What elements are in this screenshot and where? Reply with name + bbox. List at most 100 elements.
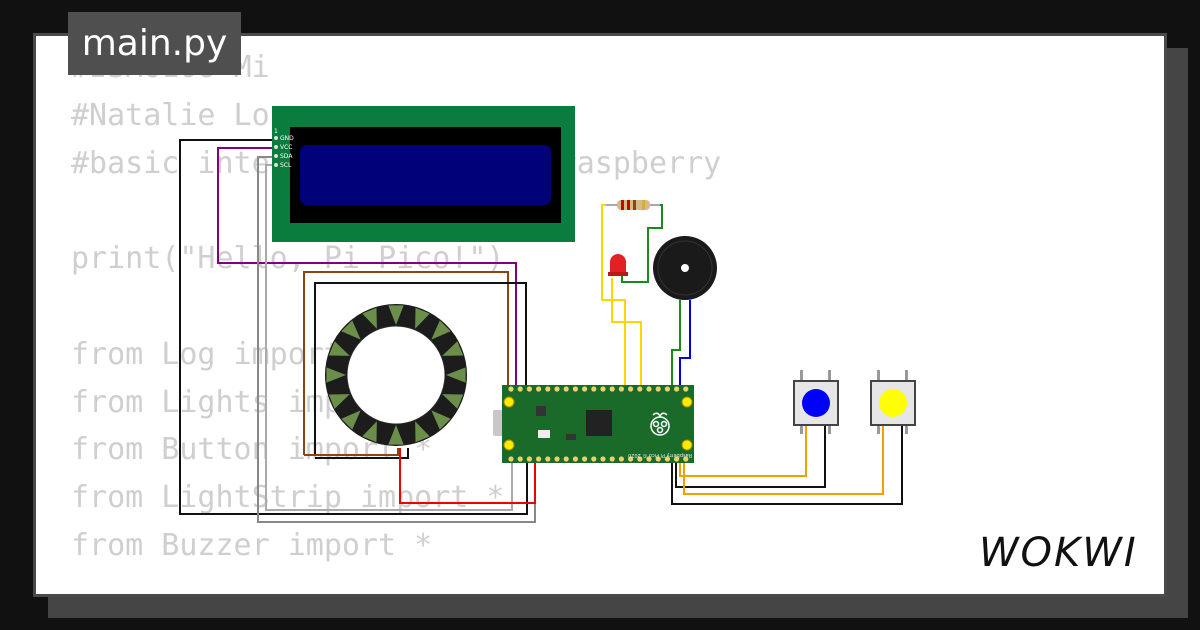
simulator-preview-card: #ISM6106 Mi#Natalie Lo#basic inte raspbe… xyxy=(33,33,1167,597)
pico-pin xyxy=(600,456,606,462)
wire-buzzer-green xyxy=(671,300,681,386)
pico-pin xyxy=(683,456,689,462)
btn-blue-leg-1 xyxy=(800,370,803,382)
wokwi-logo[interactable]: WOKWI xyxy=(975,520,1150,580)
wire-ring-out xyxy=(304,448,399,456)
wire-gnd xyxy=(179,139,528,515)
push-button-blue[interactable] xyxy=(793,370,839,434)
pico-pin xyxy=(618,456,625,462)
lcd-pin-dot-gnd xyxy=(274,136,278,140)
resistor-band-4 xyxy=(642,200,645,210)
pico-pin xyxy=(563,456,569,462)
wire-led-green xyxy=(621,204,663,283)
raspberry-logo-icon xyxy=(650,412,670,436)
pico-pin xyxy=(582,456,588,462)
code-line-11: from Buzzer import * xyxy=(71,527,433,563)
buzzer-ring xyxy=(657,240,713,296)
lcd-display[interactable]: 1 GND VCC SDA SCL xyxy=(272,106,575,242)
ring-led xyxy=(362,421,377,443)
ring-led xyxy=(388,425,404,445)
ring-led xyxy=(431,320,451,340)
buzzer-hole xyxy=(681,264,689,272)
pico-pin xyxy=(618,386,625,392)
pico-pin xyxy=(545,386,551,392)
btn-blue-leg-2 xyxy=(828,370,831,382)
pico-pin xyxy=(545,456,551,462)
ring-led xyxy=(415,307,430,329)
pico-pin xyxy=(609,386,615,392)
wire-buzzer-blue xyxy=(679,300,691,386)
neopixel-ring[interactable] xyxy=(325,304,467,446)
ring-led xyxy=(341,410,361,430)
pico-pin xyxy=(655,456,661,462)
wire-led-yellow xyxy=(611,278,642,386)
code-line-3: #basic inte raspberry xyxy=(71,145,722,181)
pico-pin xyxy=(536,456,542,462)
wire-ring-out-gnd xyxy=(315,448,409,459)
pico-pin xyxy=(591,386,597,392)
pico-pin xyxy=(683,386,689,392)
pico-rp2040-chip xyxy=(586,410,612,436)
pico-pin xyxy=(646,456,652,462)
pico-pin xyxy=(517,386,523,392)
pico-pin xyxy=(517,456,523,462)
resistor-band-3 xyxy=(633,200,636,210)
lcd-pin-dot-vcc xyxy=(274,145,278,149)
pico-pin xyxy=(664,456,671,462)
ring-led xyxy=(328,341,350,356)
ring-led xyxy=(326,367,346,383)
ring-led xyxy=(446,367,466,383)
pico-regulator xyxy=(566,434,576,440)
red-led[interactable] xyxy=(608,254,628,276)
ring-led xyxy=(328,394,350,409)
pico-pin xyxy=(554,456,560,462)
lcd-pin-gnd: GND xyxy=(280,135,294,142)
file-tab-main-py[interactable]: main.py xyxy=(68,12,241,75)
pico-pin xyxy=(508,386,514,392)
lcd-pin-scl: SCL xyxy=(280,162,292,169)
ring-led xyxy=(442,341,464,356)
pico-pin xyxy=(609,456,615,462)
pico-board-label: Raspberry Pi Pico © 2020 xyxy=(628,452,692,459)
ring-led xyxy=(362,307,377,329)
led-base xyxy=(608,272,628,276)
pico-pin xyxy=(572,456,579,462)
pico-pin xyxy=(582,386,588,392)
btn-blue-cap[interactable] xyxy=(802,389,830,417)
pico-pin xyxy=(646,386,652,392)
btn-yellow-cap[interactable] xyxy=(879,389,907,417)
pico-mount-hole-tr xyxy=(681,396,693,408)
ring-led xyxy=(388,305,404,325)
pico-pins-top xyxy=(508,386,689,392)
btn-blue-leg-4 xyxy=(828,424,831,434)
btn-yellow-leg-4 xyxy=(905,424,908,434)
push-button-yellow[interactable] xyxy=(870,370,916,434)
wire-btn2-signal xyxy=(683,425,884,495)
raspberry-pi-pico[interactable]: Raspberry Pi Pico © 2020 xyxy=(493,385,694,463)
code-editor: #ISM6106 Mi#Natalie Lo#basic inte raspbe… xyxy=(71,44,721,570)
buzzer[interactable] xyxy=(653,236,717,300)
lcd-pin-dot-scl xyxy=(274,163,278,167)
btn-yellow-leg-3 xyxy=(877,424,880,434)
pico-mount-hole-tl xyxy=(503,396,515,408)
wire-ring-din xyxy=(303,271,509,455)
pico-pin xyxy=(628,456,634,462)
pico-mount-hole-bl xyxy=(503,439,515,451)
btn-blue-leg-3 xyxy=(800,424,803,434)
wire-btn1-signal xyxy=(679,425,807,477)
ring-leds xyxy=(326,305,466,445)
pico-pin xyxy=(536,386,542,392)
pico-pin xyxy=(655,386,661,392)
lcd-pin-sda: SDA xyxy=(280,153,293,160)
btn-yellow-leg-2 xyxy=(905,370,908,382)
pico-pin xyxy=(664,386,671,392)
wires xyxy=(179,139,903,523)
lcd-screen xyxy=(300,145,551,205)
pico-pin xyxy=(554,386,560,392)
pico-pin xyxy=(508,456,514,462)
pico-pin xyxy=(526,456,533,462)
resistor[interactable] xyxy=(606,200,660,210)
pico-pin xyxy=(572,386,579,392)
btn-yellow-leg-1 xyxy=(877,370,880,382)
